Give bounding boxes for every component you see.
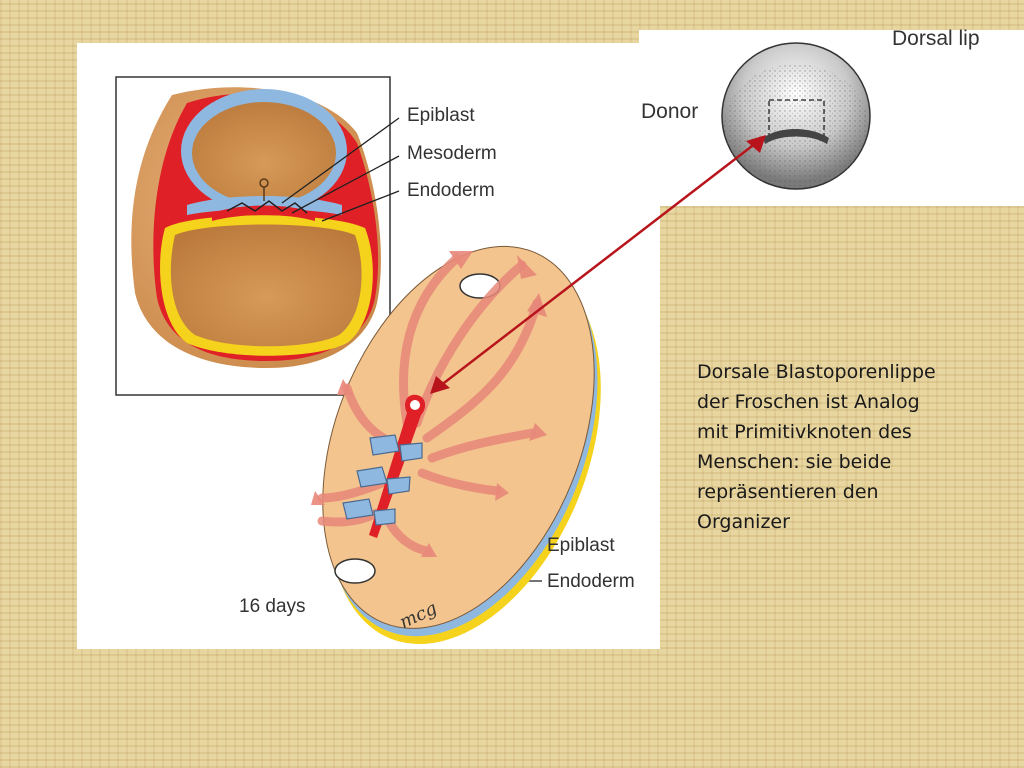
caption-line: der Froschen ist Analog	[697, 391, 920, 413]
ingressing-mesoderm-tabs	[342, 434, 423, 526]
donor-figure-panel: Dorsal lip Donor	[639, 27, 1024, 206]
graft-region	[768, 99, 825, 137]
label-endoderm-top: Endoderm	[407, 180, 495, 201]
label-mesoderm: Mesoderm	[407, 143, 497, 164]
cross-section-embryo	[131, 87, 381, 368]
label-donor: Donor	[641, 100, 699, 123]
caption-text: Dorsale Blastoporenlippe der Froschen is…	[697, 357, 1007, 537]
caption-line: mit Primitivknoten des	[697, 421, 912, 443]
caption-line: Menschen: sie beide	[697, 451, 892, 473]
label-16-days: 16 days	[239, 596, 306, 617]
primitive-streak	[369, 394, 426, 538]
caption-line: repräsentieren den	[697, 481, 879, 503]
inset-frame	[115, 76, 391, 396]
caption-line: Organizer	[697, 511, 790, 533]
label-dorsal-lip: Dorsal lip	[892, 27, 980, 50]
label-epiblast-bottom: Epiblast	[547, 535, 615, 556]
label-epiblast-top: Epiblast	[407, 105, 475, 126]
label-endoderm-bottom: Endoderm	[547, 571, 635, 592]
cloacal-membrane	[334, 558, 376, 584]
embryo-illustration	[115, 76, 601, 645]
caption-line: Dorsale Blastoporenlippe	[697, 361, 936, 383]
dorsal-lip-mark	[763, 129, 829, 144]
embryo-figure-panel: Epiblast Mesoderm Endoderm Epiblast Endo…	[77, 43, 660, 649]
